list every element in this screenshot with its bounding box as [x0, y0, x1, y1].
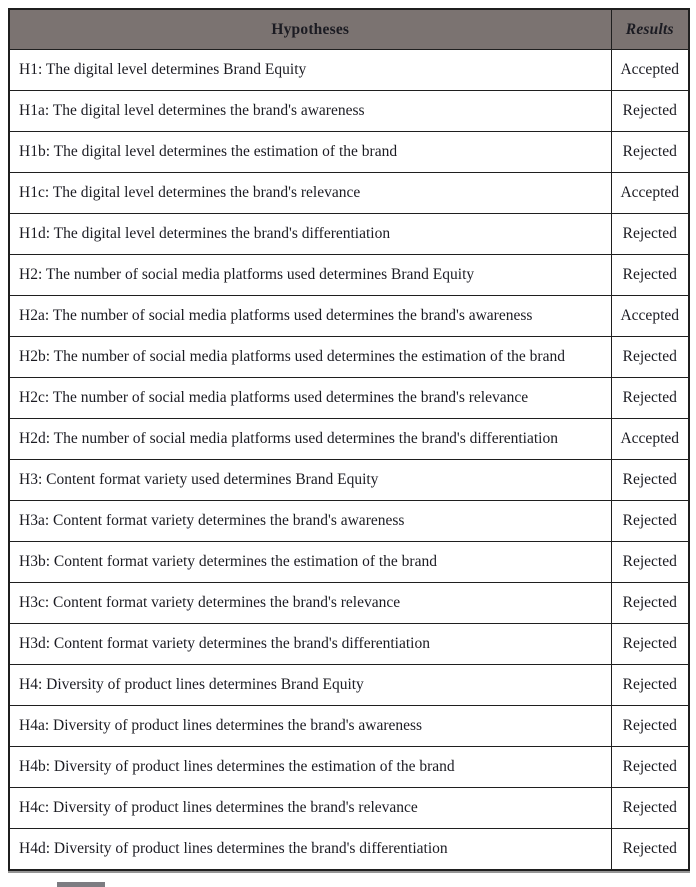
result-cell: Rejected	[610, 787, 690, 829]
result-cell: Rejected	[610, 623, 690, 665]
hypothesis-cell: H1a: The digital level determines the br…	[8, 90, 612, 132]
hypothesis-cell: H2: The number of social media platforms…	[8, 254, 612, 296]
result-cell: Rejected	[610, 336, 690, 378]
table-header: Hypotheses Results	[8, 8, 690, 50]
hypothesis-cell: H2a: The number of social media platform…	[8, 295, 612, 337]
hypothesis-cell: H4d: Diversity of product lines determin…	[8, 828, 612, 871]
hypothesis-cell: H4a: Diversity of product lines determin…	[8, 705, 612, 747]
result-cell: Accepted	[610, 418, 690, 460]
table-row: H4: Diversity of product lines determine…	[8, 664, 690, 706]
hypothesis-cell: H1c: The digital level determines the br…	[8, 172, 612, 214]
hypothesis-cell: H1d: The digital level determines the br…	[8, 213, 612, 255]
hypothesis-cell: H4b: Diversity of product lines determin…	[8, 746, 612, 788]
result-cell: Accepted	[610, 49, 690, 91]
table-row: H4d: Diversity of product lines determin…	[8, 828, 690, 871]
hypothesis-cell: H4c: Diversity of product lines determin…	[8, 787, 612, 829]
table-row: H4b: Diversity of product lines determin…	[8, 746, 690, 788]
result-cell: Accepted	[610, 295, 690, 337]
table-row: H4a: Diversity of product lines determin…	[8, 705, 690, 747]
table-row: H1d: The digital level determines the br…	[8, 213, 690, 255]
result-cell: Rejected	[610, 664, 690, 706]
table-row: H2c: The number of social media platform…	[8, 377, 690, 419]
partial-element-bottom	[57, 882, 105, 887]
hypothesis-cell: H2c: The number of social media platform…	[8, 377, 612, 419]
header-row: Hypotheses Results	[8, 8, 690, 50]
table-row: H2: The number of social media platforms…	[8, 254, 690, 296]
hypothesis-cell: H4: Diversity of product lines determine…	[8, 664, 612, 706]
hypothesis-cell: H2d: The number of social media platform…	[8, 418, 612, 460]
table-row: H3b: Content format variety determines t…	[8, 541, 690, 583]
result-cell: Rejected	[610, 377, 690, 419]
results-column-header: Results	[610, 8, 690, 50]
table-row: H3c: Content format variety determines t…	[8, 582, 690, 624]
table-row: H2a: The number of social media platform…	[8, 295, 690, 337]
hypothesis-cell: H3d: Content format variety determines t…	[8, 623, 612, 665]
table-row: H2d: The number of social media platform…	[8, 418, 690, 460]
result-cell: Rejected	[610, 500, 690, 542]
result-cell: Rejected	[610, 213, 690, 255]
hypothesis-cell: H3a: Content format variety determines t…	[8, 500, 612, 542]
result-cell: Rejected	[610, 131, 690, 173]
table-row: H1c: The digital level determines the br…	[8, 172, 690, 214]
hypothesis-cell: H3b: Content format variety determines t…	[8, 541, 612, 583]
result-cell: Rejected	[610, 746, 690, 788]
table-row: H3: Content format variety used determin…	[8, 459, 690, 501]
result-cell: Rejected	[610, 459, 690, 501]
hypotheses-table-body: H1: The digital level determines Brand E…	[8, 49, 690, 871]
hypothesis-cell: H1: The digital level determines Brand E…	[8, 49, 612, 91]
table-row: H4c: Diversity of product lines determin…	[8, 787, 690, 829]
hypothesis-cell: H3: Content format variety used determin…	[8, 459, 612, 501]
table-row: H3d: Content format variety determines t…	[8, 623, 690, 665]
hypothesis-cell: H2b: The number of social media platform…	[8, 336, 612, 378]
hypotheses-column-header: Hypotheses	[8, 8, 612, 50]
table-row: H3a: Content format variety determines t…	[8, 500, 690, 542]
result-cell: Rejected	[610, 828, 690, 871]
table-row: H1a: The digital level determines the br…	[8, 90, 690, 132]
hypothesis-cell: H1b: The digital level determines the es…	[8, 131, 612, 173]
result-cell: Accepted	[610, 172, 690, 214]
result-cell: Rejected	[610, 90, 690, 132]
hypotheses-results-table: Hypotheses Results H1: The digital level…	[8, 8, 690, 871]
table-row: H1b: The digital level determines the es…	[8, 131, 690, 173]
table-row: H1: The digital level determines Brand E…	[8, 49, 690, 91]
result-cell: Rejected	[610, 582, 690, 624]
result-cell: Rejected	[610, 541, 690, 583]
table-row: H2b: The number of social media platform…	[8, 336, 690, 378]
result-cell: Rejected	[610, 705, 690, 747]
hypothesis-cell: H3c: Content format variety determines t…	[8, 582, 612, 624]
result-cell: Rejected	[610, 254, 690, 296]
